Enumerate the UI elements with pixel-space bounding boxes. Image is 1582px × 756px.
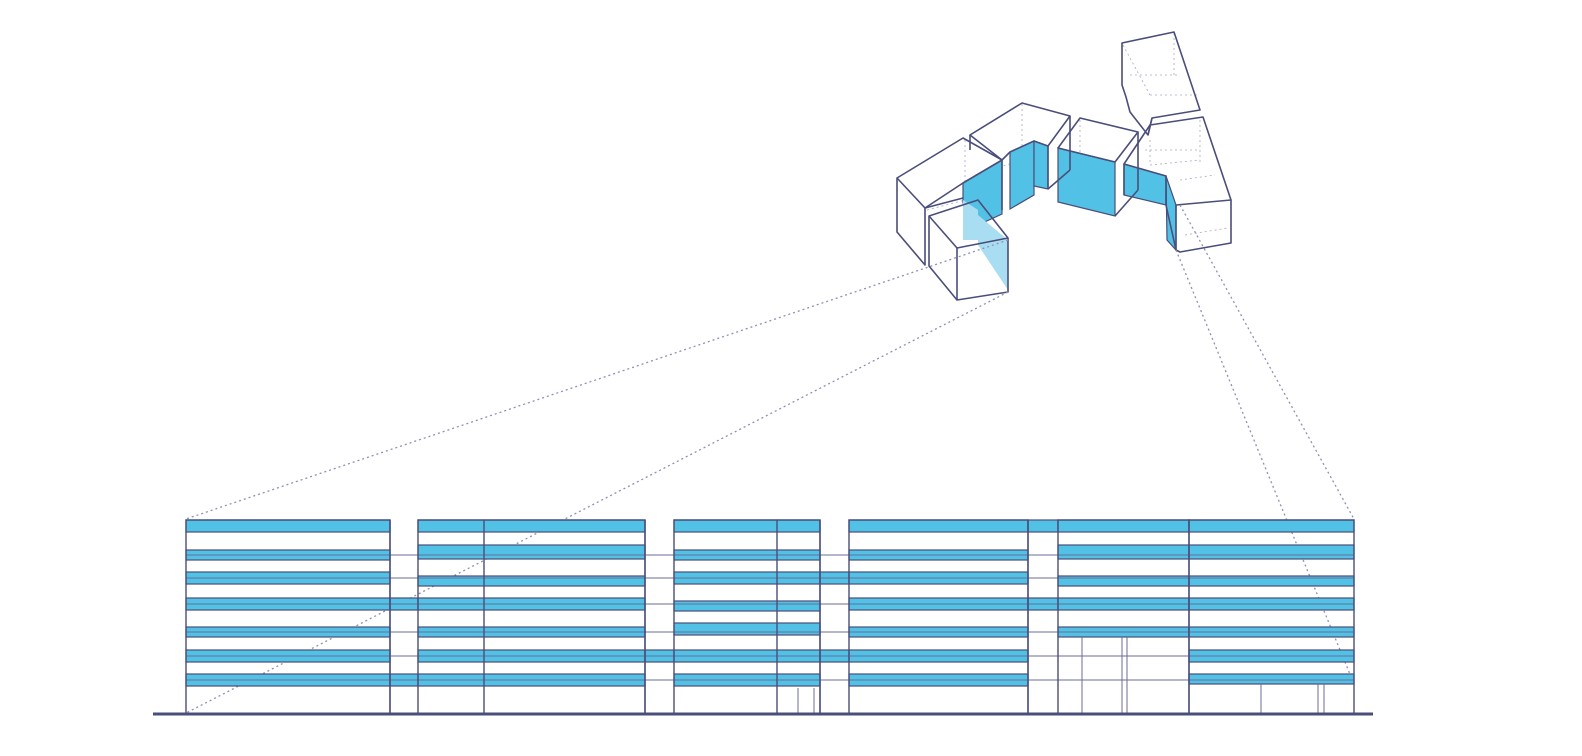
projection-line-1 (185, 239, 1009, 520)
facade-plane-3 (1033, 140, 1049, 190)
facade-glass-2 (978, 215, 1008, 290)
facade-bands (185, 519, 1355, 687)
band-stripes (186, 554, 1354, 681)
projection-lines (185, 204, 1355, 714)
highlighted-facades (962, 140, 1177, 290)
projection-line-2 (185, 291, 1009, 714)
projection-line-4 (1175, 249, 1355, 685)
block-6 (1123, 116, 1232, 253)
elevation-view (153, 519, 1373, 716)
facade-plane-4 (1057, 147, 1116, 217)
facade-glass-1 (963, 200, 978, 240)
block-3 (969, 102, 1071, 161)
axonometric-view (896, 31, 1232, 301)
projection-line-3 (1179, 204, 1355, 520)
